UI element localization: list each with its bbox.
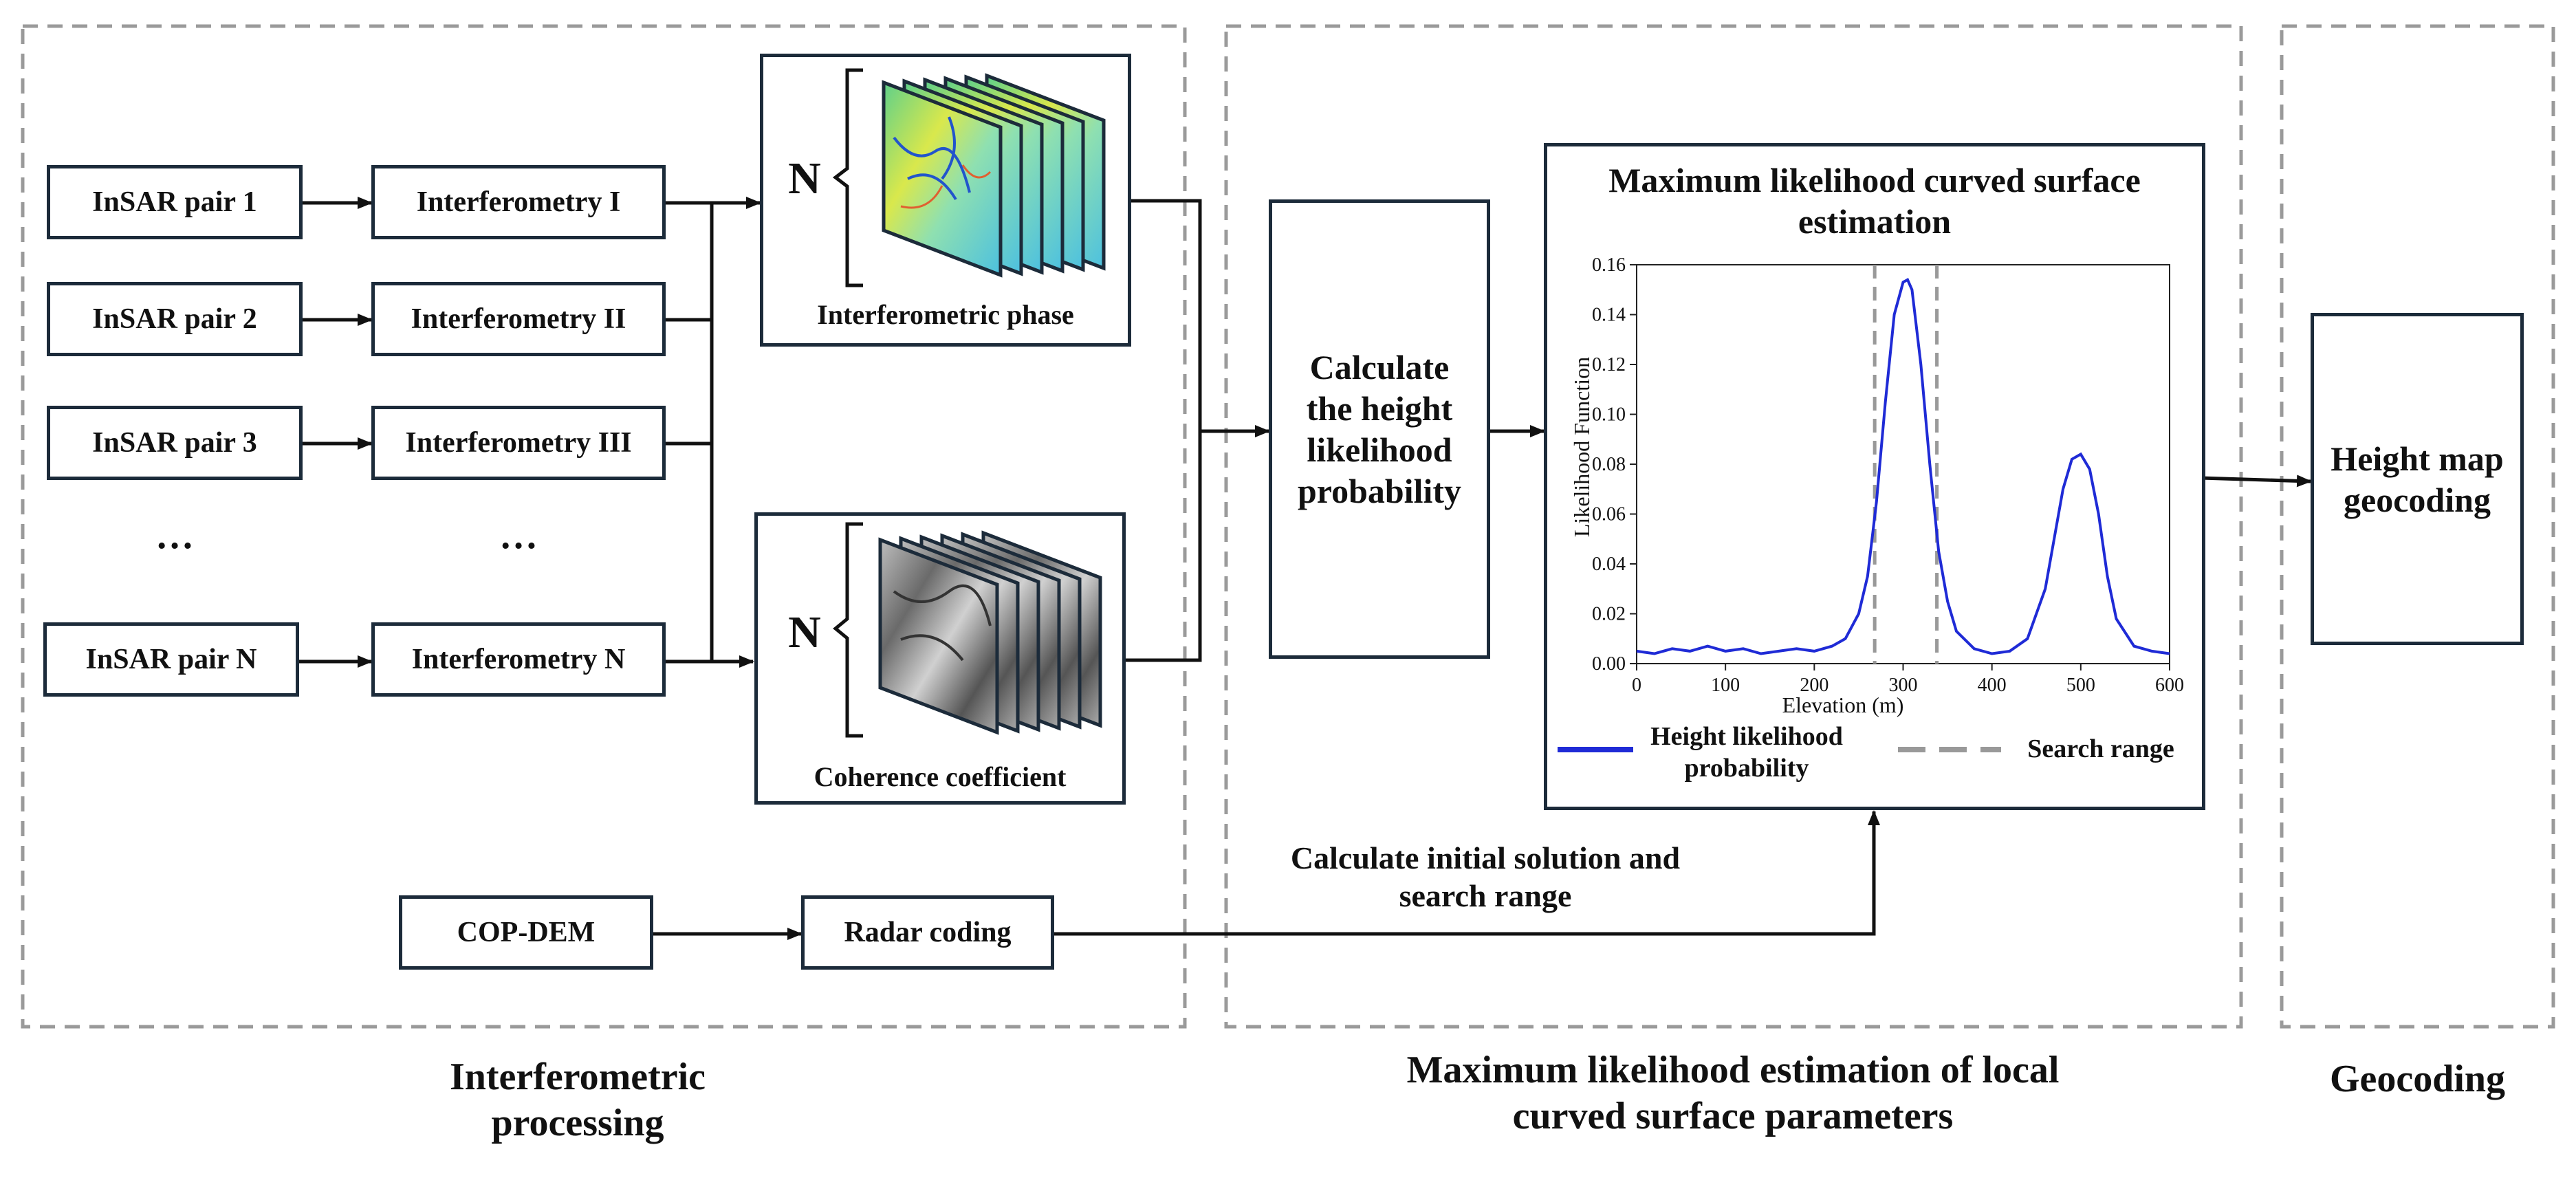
interferometry-1-label: Interferometry I — [416, 186, 621, 218]
arrow-radar-to-mle — [1054, 810, 1880, 936]
interferometry-3-box: Interferometry III — [371, 406, 666, 480]
insar-pair-1-box: InSAR pair 1 — [47, 165, 303, 239]
section-caption-interferometric: Interferometric processing — [449, 1055, 706, 1144]
insar-pair-n-box: InSAR pair N — [43, 622, 299, 697]
insar-pair-n-label: InSAR pair N — [85, 643, 257, 675]
height-map-geocoding-label: Height map geocoding — [2331, 439, 2504, 519]
insar-pair-2-box: InSAR pair 2 — [47, 282, 303, 356]
interferometry-2-label: Interferometry II — [411, 303, 626, 335]
coherence-n-label: N — [788, 607, 821, 658]
section-caption-geocoding: Geocoding — [2329, 1058, 2506, 1101]
section-frame-mle — [1224, 24, 2243, 1029]
height-map-geocoding-box: Height map geocoding — [2311, 313, 2524, 645]
section-frame-geocoding — [2280, 24, 2555, 1029]
legend-curve-label: Height likelihood probability — [1650, 722, 1843, 783]
coherence-to-calc — [1126, 431, 1202, 662]
phase-to-calc — [1131, 199, 1202, 431]
insar-pair-3-label: InSAR pair 3 — [92, 426, 257, 459]
radar-coding-label: Radar coding — [844, 916, 1012, 948]
brace-coherence — [833, 522, 863, 738]
cop-dem-label: COP-DEM — [457, 916, 596, 948]
arrow-to-geocoding — [2200, 475, 2312, 488]
legend-curve-swatch — [1558, 747, 1633, 752]
interferometric-phase-label: Interferometric phase — [817, 299, 1074, 330]
section-frame-interferometric — [21, 24, 1187, 1029]
interferometric-phase-box — [760, 54, 1131, 347]
legend-search-swatch — [1898, 747, 2001, 752]
phase-stack — [882, 73, 1106, 278]
coherence-coefficient-label: Coherence coefficient — [814, 761, 1067, 792]
insar-pair-2-label: InSAR pair 2 — [92, 303, 257, 335]
coherence-stack — [878, 530, 1102, 735]
interferometry-1-box: Interferometry I — [371, 165, 666, 239]
radar-coding-box: Radar coding — [801, 895, 1054, 970]
interferometry-n-box: Interferometry N — [371, 622, 666, 697]
brace-phase — [832, 68, 863, 287]
interferometry-n-label: Interferometry N — [411, 643, 626, 675]
insar-pair-ellipsis: … — [155, 514, 194, 558]
initial-solution-label: Calculate initial solution and search ra… — [1290, 840, 1681, 913]
calculate-height-likelihood-label: Calculate the height likelihood probabil… — [1297, 348, 1462, 510]
chart-x-axis-label: Elevation (m) — [1782, 692, 1904, 717]
legend-search-label: Search range — [2027, 734, 2174, 764]
phase-n-label: N — [788, 153, 821, 204]
interferometry-2-box: Interferometry II — [371, 282, 666, 356]
section-caption-mle: Maximum likelihood estimation of local c… — [1406, 1048, 2060, 1137]
insar-pair-3-box: InSAR pair 3 — [47, 406, 303, 480]
mle-estimation-title: Maximum likelihood curved surface estima… — [1608, 161, 2141, 241]
coherence-coefficient-box — [754, 512, 1126, 805]
interferometry-ellipsis: … — [499, 514, 538, 558]
interferometry-3-label: Interferometry III — [405, 426, 632, 459]
calculate-height-likelihood-box: Calculate the height likelihood probabil… — [1269, 199, 1490, 659]
chart-y-axis-label: Likelihood Function — [1569, 356, 1594, 538]
insar-pair-1-label: InSAR pair 1 — [92, 186, 257, 218]
cop-dem-box: COP-DEM — [399, 895, 653, 970]
